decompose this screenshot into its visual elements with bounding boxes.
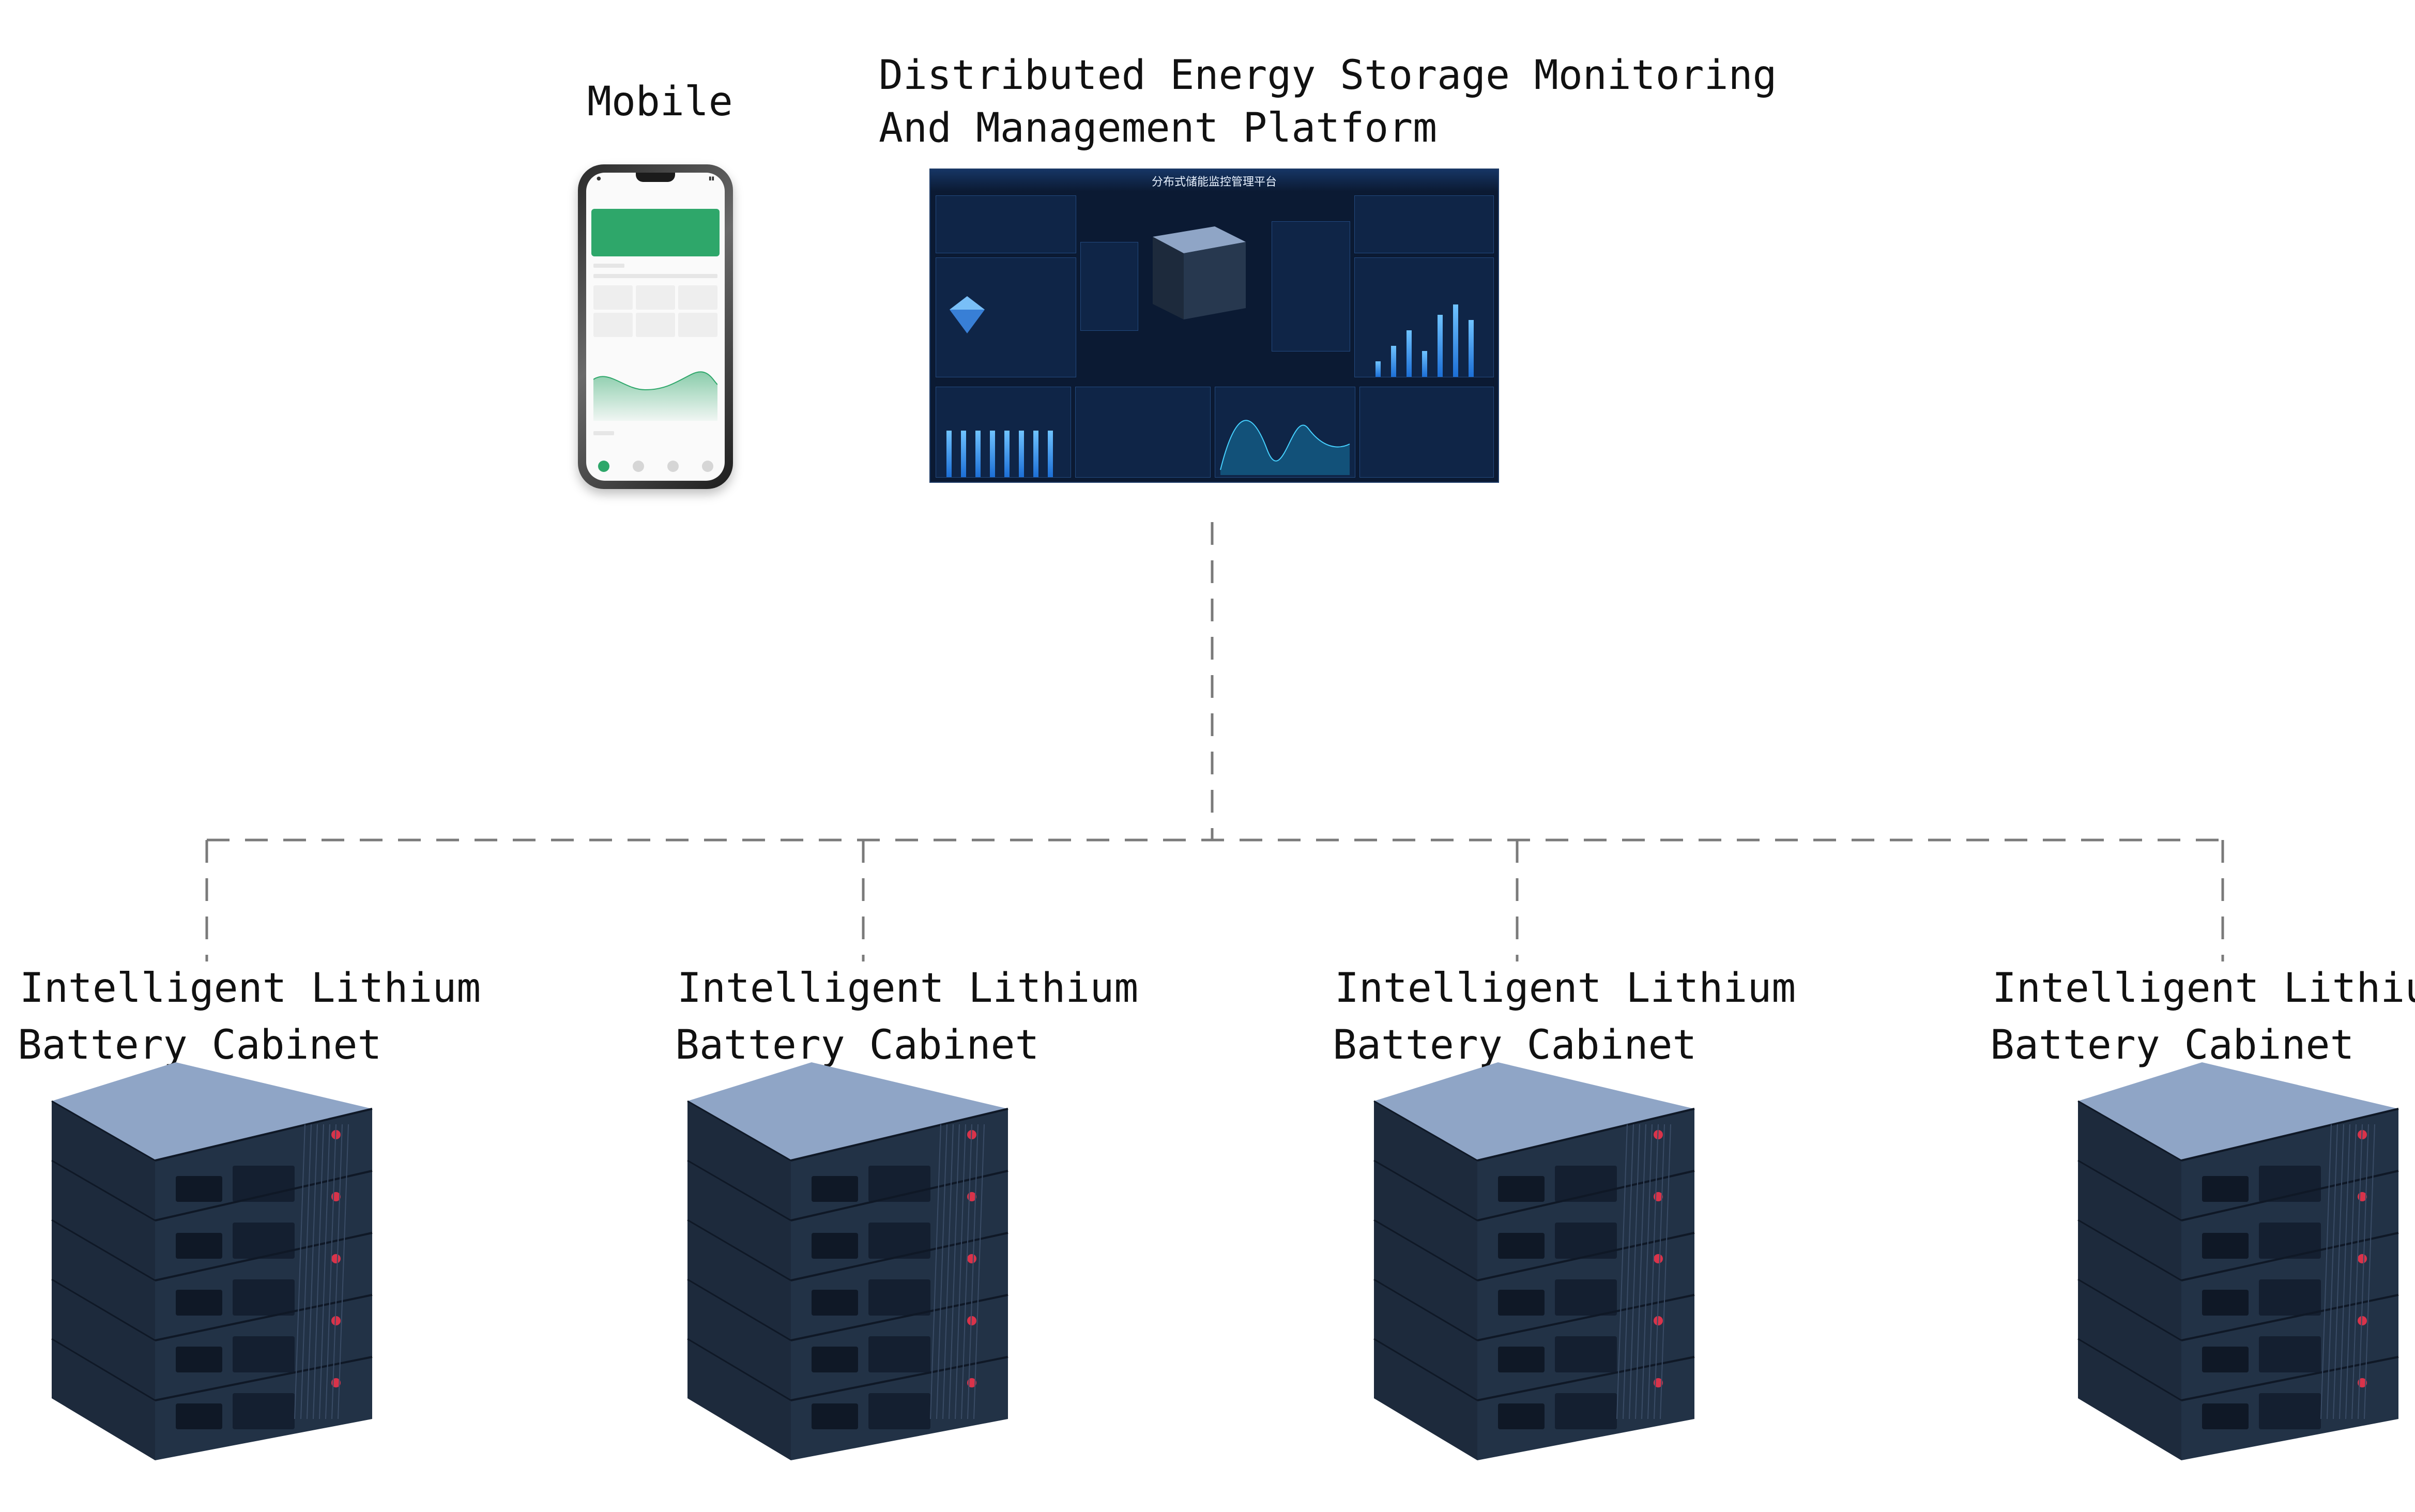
platform-label-line1: Distributed Energy Storage Monitoring [879,52,1777,99]
battery-cabinet-icon [1373,1062,1695,1460]
smartphone-icon: ●▮▮ [578,164,733,489]
tab-monitor-icon [632,461,644,472]
mobile-tab-bar [586,456,725,477]
dash-panel-bar-chart [1354,257,1494,377]
cabinet-3-label-line1: Intelligent Lithium [1335,965,1796,1012]
platform-label-line2: And Management Platform [879,105,1438,151]
dash-panel-bottom-1 [936,387,1071,478]
tab-home-icon [598,461,609,472]
mobile-area-chart [593,371,717,421]
dashboard-screen-icon: 分布式储能监控管理平台 [929,169,1499,483]
cabinet-2-label-line1: Intelligent Lithium [677,965,1139,1012]
dash-panel-left-stack [1080,242,1138,331]
mobile-row [593,264,624,268]
dash-panel-right-stack [1272,221,1350,352]
dash-panel-stats [936,257,1076,377]
mobile-label: Mobile [587,79,733,125]
mobile-summary-card [591,209,720,256]
dashboard-title: 分布式储能监控管理平台 [1151,176,1277,189]
cabinet-1-label-line1: Intelligent Lithium [20,965,481,1012]
dash-panel-kpi [1354,195,1494,253]
dash-panel-bottom-4 [1359,387,1494,478]
cabinet-2-label-line2: Battery Cabinet [675,1022,1040,1068]
tab-profile-icon [701,461,713,472]
mobile-row [593,274,717,278]
cabinet-4-label-line1: Intelligent Lithium [1992,965,2415,1012]
status-bar: ●▮▮ [597,176,714,181]
tab-alarm-icon [667,461,679,472]
cabinet-4-label-line2: Battery Cabinet [1990,1022,2355,1068]
dash-area-chart [1220,420,1350,475]
dash-cabinet-render [1153,226,1246,319]
mobile-stat-grid [593,285,717,337]
cabinet-3-label-line2: Battery Cabinet [1333,1022,1697,1068]
dash-panel-info [936,195,1076,253]
dashboard-header: 分布式储能监控管理平台 [930,170,1498,191]
battery-cabinet-icon [687,1062,1008,1460]
battery-cabinet-icon [2077,1062,2399,1460]
dash-panel-bottom-2 [1075,387,1211,478]
battery-cabinet-icon [51,1062,373,1460]
cabinet-1-label-line2: Battery Cabinet [18,1022,382,1068]
mobile-screen: ●▮▮ [586,173,725,481]
mobile-row [593,431,614,435]
phone-notch [636,173,675,182]
diamond-icon [950,296,985,333]
dash-panel-bottom-3 [1215,387,1355,478]
